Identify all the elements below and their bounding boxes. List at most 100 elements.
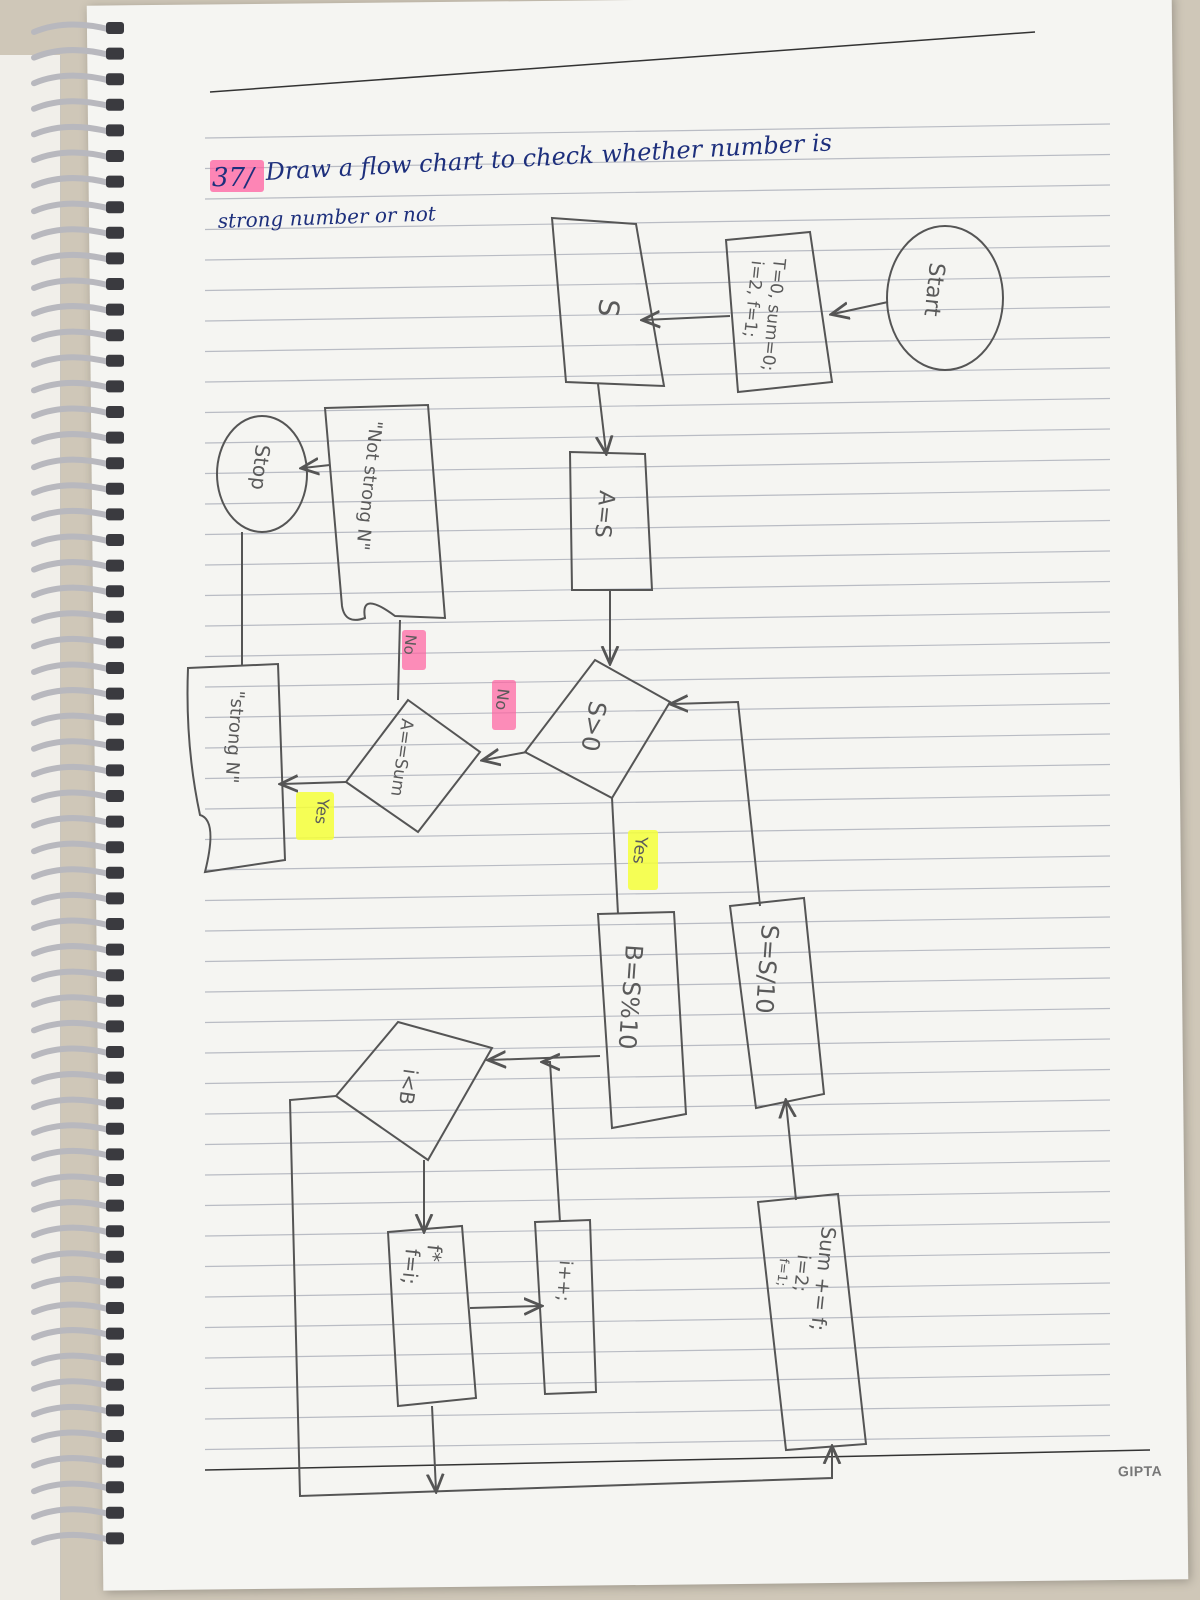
- binding-hole: [106, 1225, 124, 1238]
- coil-loop: [31, 661, 115, 675]
- coil-loop: [31, 738, 115, 752]
- binding-hole: [106, 943, 124, 956]
- binding-hole: [106, 1148, 124, 1161]
- ruled-line: [204, 885, 1111, 902]
- ruled-line: [204, 397, 1111, 414]
- binding-hole: [106, 534, 124, 546]
- sum-line-3: f=1;: [773, 1258, 791, 1288]
- binding-hole: [106, 98, 124, 111]
- input-parallelogram: [550, 216, 666, 388]
- coil-loop: [31, 1199, 115, 1213]
- init-process-box: [724, 230, 834, 394]
- binding-hole: [106, 610, 124, 623]
- binding-hole: [106, 1122, 124, 1135]
- a-decision-diamond: [344, 698, 482, 834]
- sum-line-2: i=2;: [789, 1253, 814, 1293]
- binding-hole: [106, 354, 124, 367]
- ruled-line: [204, 1251, 1111, 1268]
- binding-hole: [106, 226, 124, 239]
- coil-loop: [31, 712, 115, 727]
- ruled-line: [204, 184, 1111, 200]
- coil-loop: [31, 226, 115, 240]
- coil-loop: [31, 149, 115, 163]
- coil-loop: [31, 610, 115, 624]
- title-number-highlight: [210, 160, 264, 192]
- binding-hole: [106, 380, 124, 393]
- coil-loop: [31, 1122, 115, 1136]
- coil-loop: [31, 1455, 115, 1469]
- binding-hole: [106, 790, 124, 802]
- ruled-line: [204, 1221, 1111, 1237]
- binding-hole: [106, 1199, 124, 1212]
- binding-hole: [106, 1071, 124, 1084]
- ruled-line: [204, 1190, 1111, 1207]
- coil-loop: [31, 943, 115, 957]
- coil-loop: [31, 533, 115, 547]
- binding-hole: [106, 73, 124, 86]
- binding-hole: [106, 841, 124, 854]
- fact-line-1: f*: [421, 1243, 447, 1262]
- ruled-line: [204, 1434, 1111, 1451]
- binding-hole: [106, 22, 124, 34]
- binding-hole: [106, 636, 124, 649]
- ruled-line: [204, 733, 1111, 749]
- coil-loop: [31, 1071, 115, 1085]
- strong-label: "strong N": [221, 690, 248, 784]
- connectors: [241, 301, 889, 1498]
- ruled-line: [204, 1068, 1111, 1085]
- coil-loop: [31, 431, 115, 445]
- binding-hole: [106, 303, 124, 316]
- binding-hole: [106, 815, 124, 828]
- spiral-binding: [31, 21, 124, 1546]
- title-line-2: strong number or not: [217, 201, 437, 233]
- coil-loop: [31, 1045, 115, 1059]
- binding-hole: [106, 457, 124, 470]
- edge-label-yes-a: Yes: [311, 797, 333, 826]
- binding-hole: [106, 406, 124, 418]
- ruled-line: [204, 1007, 1111, 1024]
- start-terminal: [886, 225, 1004, 371]
- binding-hole: [106, 918, 124, 930]
- notebook-brand: GIPTA: [1117, 1462, 1163, 1480]
- coil-loop: [31, 1147, 115, 1162]
- binding-hole: [106, 1378, 124, 1391]
- input-label: S: [591, 297, 626, 318]
- binding-hole: [106, 175, 124, 188]
- ruled-line: [204, 1099, 1111, 1115]
- binding-hole: [106, 431, 124, 444]
- edge-label-no-s: No: [492, 688, 513, 712]
- binding-hole: [106, 1327, 124, 1340]
- binding-hole: [106, 47, 124, 60]
- binding-hole: [106, 201, 124, 214]
- title: 37/ Draw a flow chart to check whether n…: [210, 128, 833, 233]
- coil-loop: [31, 379, 115, 394]
- coil-loop: [31, 277, 115, 291]
- binding-hole: [106, 1430, 124, 1442]
- ruled-line: [204, 977, 1111, 993]
- binding-hole: [106, 866, 124, 879]
- coil-loop: [31, 1506, 115, 1520]
- ruled-line: [204, 672, 1111, 688]
- ruled-line: [204, 763, 1111, 780]
- coil-loop: [31, 789, 115, 803]
- start-label: Start: [918, 261, 949, 317]
- stop-label: Stop: [246, 443, 275, 491]
- coil-loop: [31, 866, 115, 880]
- coil-loop: [31, 98, 115, 112]
- binding-hole: [106, 738, 124, 751]
- incr-label: i++;: [552, 1260, 576, 1303]
- ruled-line: [204, 1129, 1111, 1146]
- ruled-line: [204, 245, 1111, 261]
- binding-hole: [106, 1250, 124, 1263]
- coil-loop: [31, 1173, 115, 1187]
- coil-loop: [31, 1275, 115, 1290]
- adjacent-page: [0, 55, 61, 1600]
- coil-loop: [31, 1480, 115, 1495]
- coil-loop: [31, 200, 115, 215]
- binding-hole: [106, 1302, 124, 1314]
- coil-loop: [31, 891, 115, 906]
- binding-hole: [106, 892, 124, 905]
- strong-output: [186, 662, 287, 874]
- coil-loop: [31, 1250, 115, 1264]
- yes-label-a-highlight: [296, 792, 334, 840]
